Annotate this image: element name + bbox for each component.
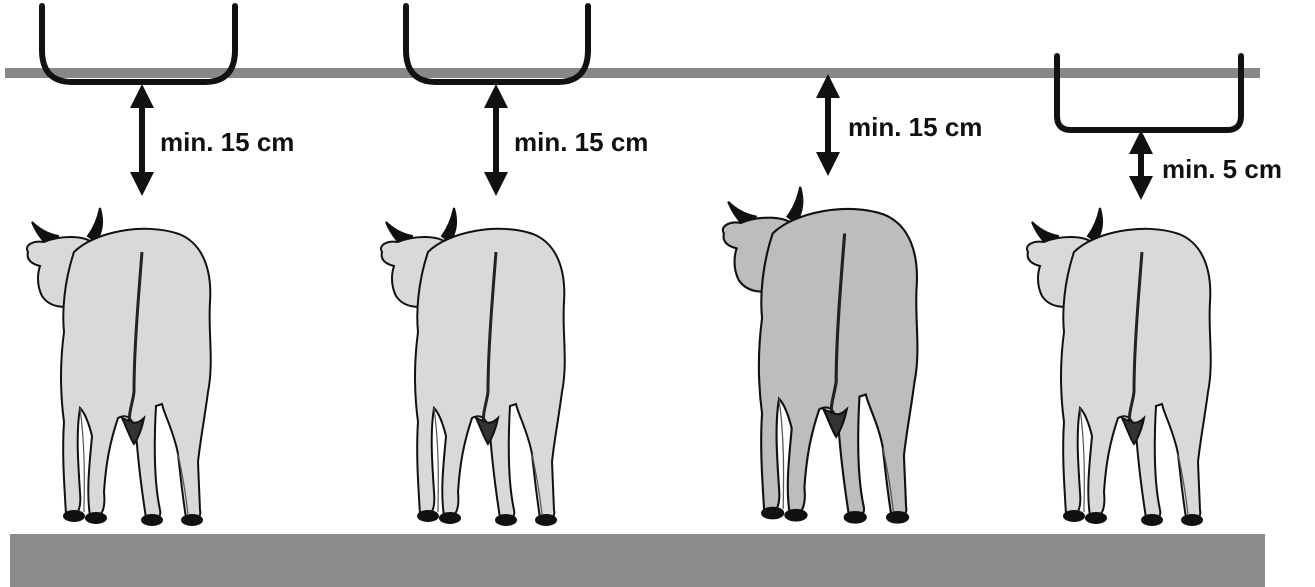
panel-2: min. 15 cm <box>381 6 648 525</box>
clearance-label: min. 15 cm <box>160 127 294 157</box>
cow-illustration <box>27 208 211 525</box>
floor <box>10 534 1265 587</box>
clearance-label: min. 5 cm <box>1162 154 1282 184</box>
cow-illustration <box>723 187 918 523</box>
cow-illustration <box>381 208 565 525</box>
panel-4: min. 5 cm <box>1027 56 1282 525</box>
neck-rail <box>5 68 1260 78</box>
feeding-bracket <box>1057 56 1241 130</box>
clearance-label: min. 15 cm <box>514 127 648 157</box>
clearance-label: min. 15 cm <box>848 112 982 142</box>
panel-1: min. 15 cm <box>27 6 294 525</box>
panel-3: min. 15 cm <box>723 86 983 523</box>
cow-illustration <box>1027 208 1211 525</box>
